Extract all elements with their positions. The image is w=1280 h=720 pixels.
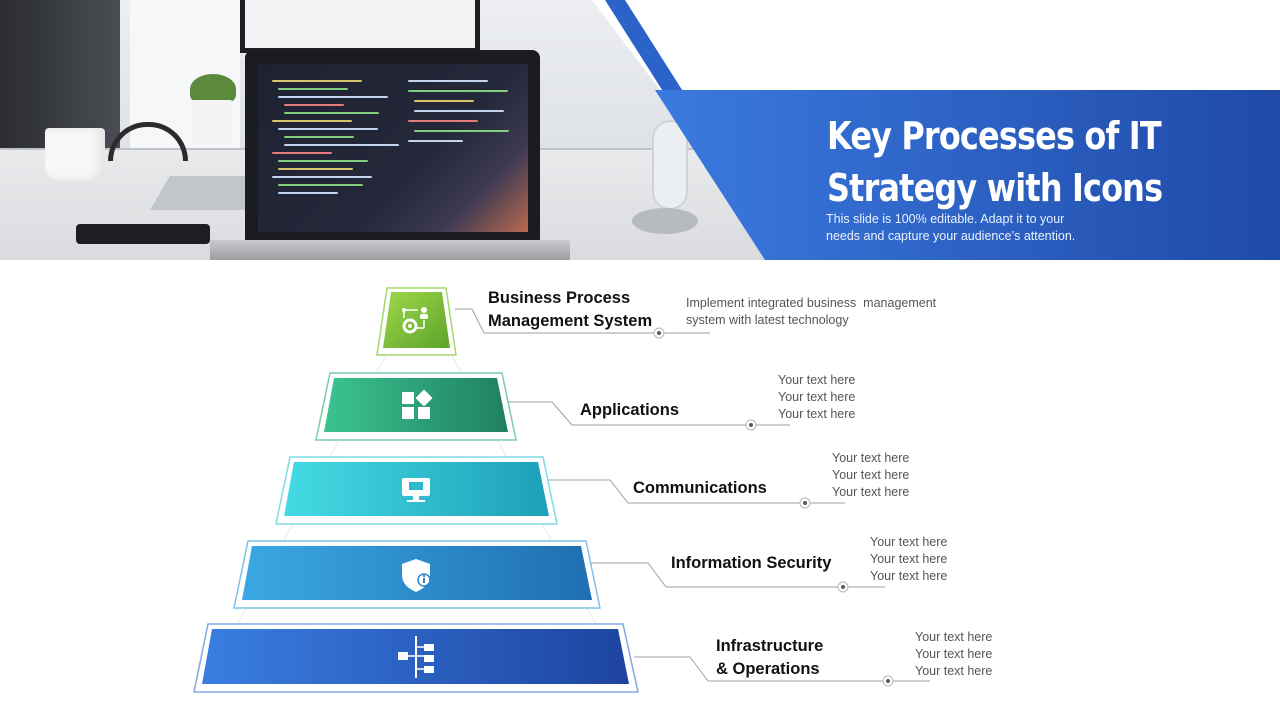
photo-plant (190, 74, 236, 104)
connector-dots (653, 327, 894, 687)
level-3-description-line-3: Your text here (832, 485, 910, 499)
level-3-description-line-2: Your text here (832, 468, 910, 482)
level-4-description-line-2: Your text here (870, 552, 948, 566)
level-2-fill (324, 378, 508, 432)
level-4-description-line-3: Your text here (870, 569, 948, 583)
level-4-description-line-1: Your text here (870, 535, 948, 549)
connector-dot-3-center (803, 501, 807, 505)
level-2-description-line-1: Your text here (778, 373, 856, 387)
level-4-label: Information Security (671, 552, 831, 575)
photo-plant-pot (192, 100, 232, 144)
level-2-description-line-3: Your text here (778, 407, 856, 421)
level-1-fill (383, 292, 450, 348)
connector-line-3 (548, 479, 845, 504)
level-2-label-line-1: Applications (580, 401, 680, 419)
level-1-description-line-2: system with latest technology (686, 313, 849, 327)
connector-dot-4-center (841, 585, 845, 589)
photo-laptop-base (210, 240, 570, 260)
connector-line-2 (505, 401, 790, 426)
connector-line-4 (590, 562, 885, 588)
level-5-label-line-1: Infrastructure (716, 637, 824, 655)
level-3-label: Communications (633, 477, 767, 500)
photo-monitor (240, 0, 480, 53)
connector-line-1 (455, 308, 710, 334)
level-2-description: Your text here Your text here Your text … (778, 372, 855, 423)
level-1-label-line-2: Management System (488, 312, 653, 330)
level-1-description-line-1: Implement integrated business management (686, 296, 937, 310)
photo-laptop-screen (258, 64, 528, 232)
level-1-label-line-1: Business Process (488, 289, 631, 307)
shield-info-icon (402, 559, 431, 592)
level-3-description: Your text here Your text here Your text … (832, 450, 909, 501)
photo-phone (76, 224, 210, 244)
level-2-label: Applications (580, 399, 679, 422)
page-subtitle: This slide is 100% editable. Adapt it to… (826, 211, 1126, 245)
connector-lines (455, 308, 930, 682)
connector-dot-2-center (749, 423, 753, 427)
level-3-description-line-1: Your text here (832, 451, 910, 465)
level-5-description: Your text here Your text here Your text … (915, 629, 992, 680)
page-title-line-2: Strategy with Icons (827, 166, 1163, 210)
level-5-label-line-2: & Operations (716, 660, 820, 678)
level-2-description-line-2: Your text here (778, 390, 856, 404)
photo-mug (45, 128, 105, 180)
page-subtitle-line-1: This slide is 100% editable. Adapt it to… (826, 212, 1065, 226)
pyramid-level-1 (376, 287, 457, 356)
page-subtitle-line-2: needs and capture your audience’s attent… (826, 229, 1076, 243)
monitor-chat-icon (402, 478, 430, 502)
page-title-line-1: Key Processes of IT (827, 114, 1162, 158)
pyramid-level-4 (233, 540, 601, 609)
level-5-description-line-2: Your text here (915, 647, 993, 661)
pyramid-level-3 (275, 456, 558, 525)
connector-line-5 (634, 656, 930, 682)
page-title: Key Processes of IT Strategy with Icons (827, 110, 1163, 214)
level-5-description-line-1: Your text here (915, 630, 993, 644)
level-4-label-line-1: Information Security (671, 554, 832, 572)
level-5-label: Infrastructure & Operations (716, 635, 823, 681)
applications-grid-icon (402, 389, 433, 419)
gear-user-network-icon (402, 307, 428, 334)
hierarchy-network-icon (398, 636, 434, 678)
pyramid-level-5 (193, 623, 639, 693)
level-1-description: Implement integrated business management… (686, 295, 936, 329)
level-1-label: Business Process Management System (488, 287, 652, 333)
connector-dot-5-center (886, 679, 890, 683)
connector-dot-1-center (657, 331, 661, 335)
level-3-label-line-1: Communications (633, 479, 767, 497)
level-5-description-line-3: Your text here (915, 664, 993, 678)
level-4-description: Your text here Your text here Your text … (870, 534, 947, 585)
pyramid-level-2 (315, 372, 517, 441)
